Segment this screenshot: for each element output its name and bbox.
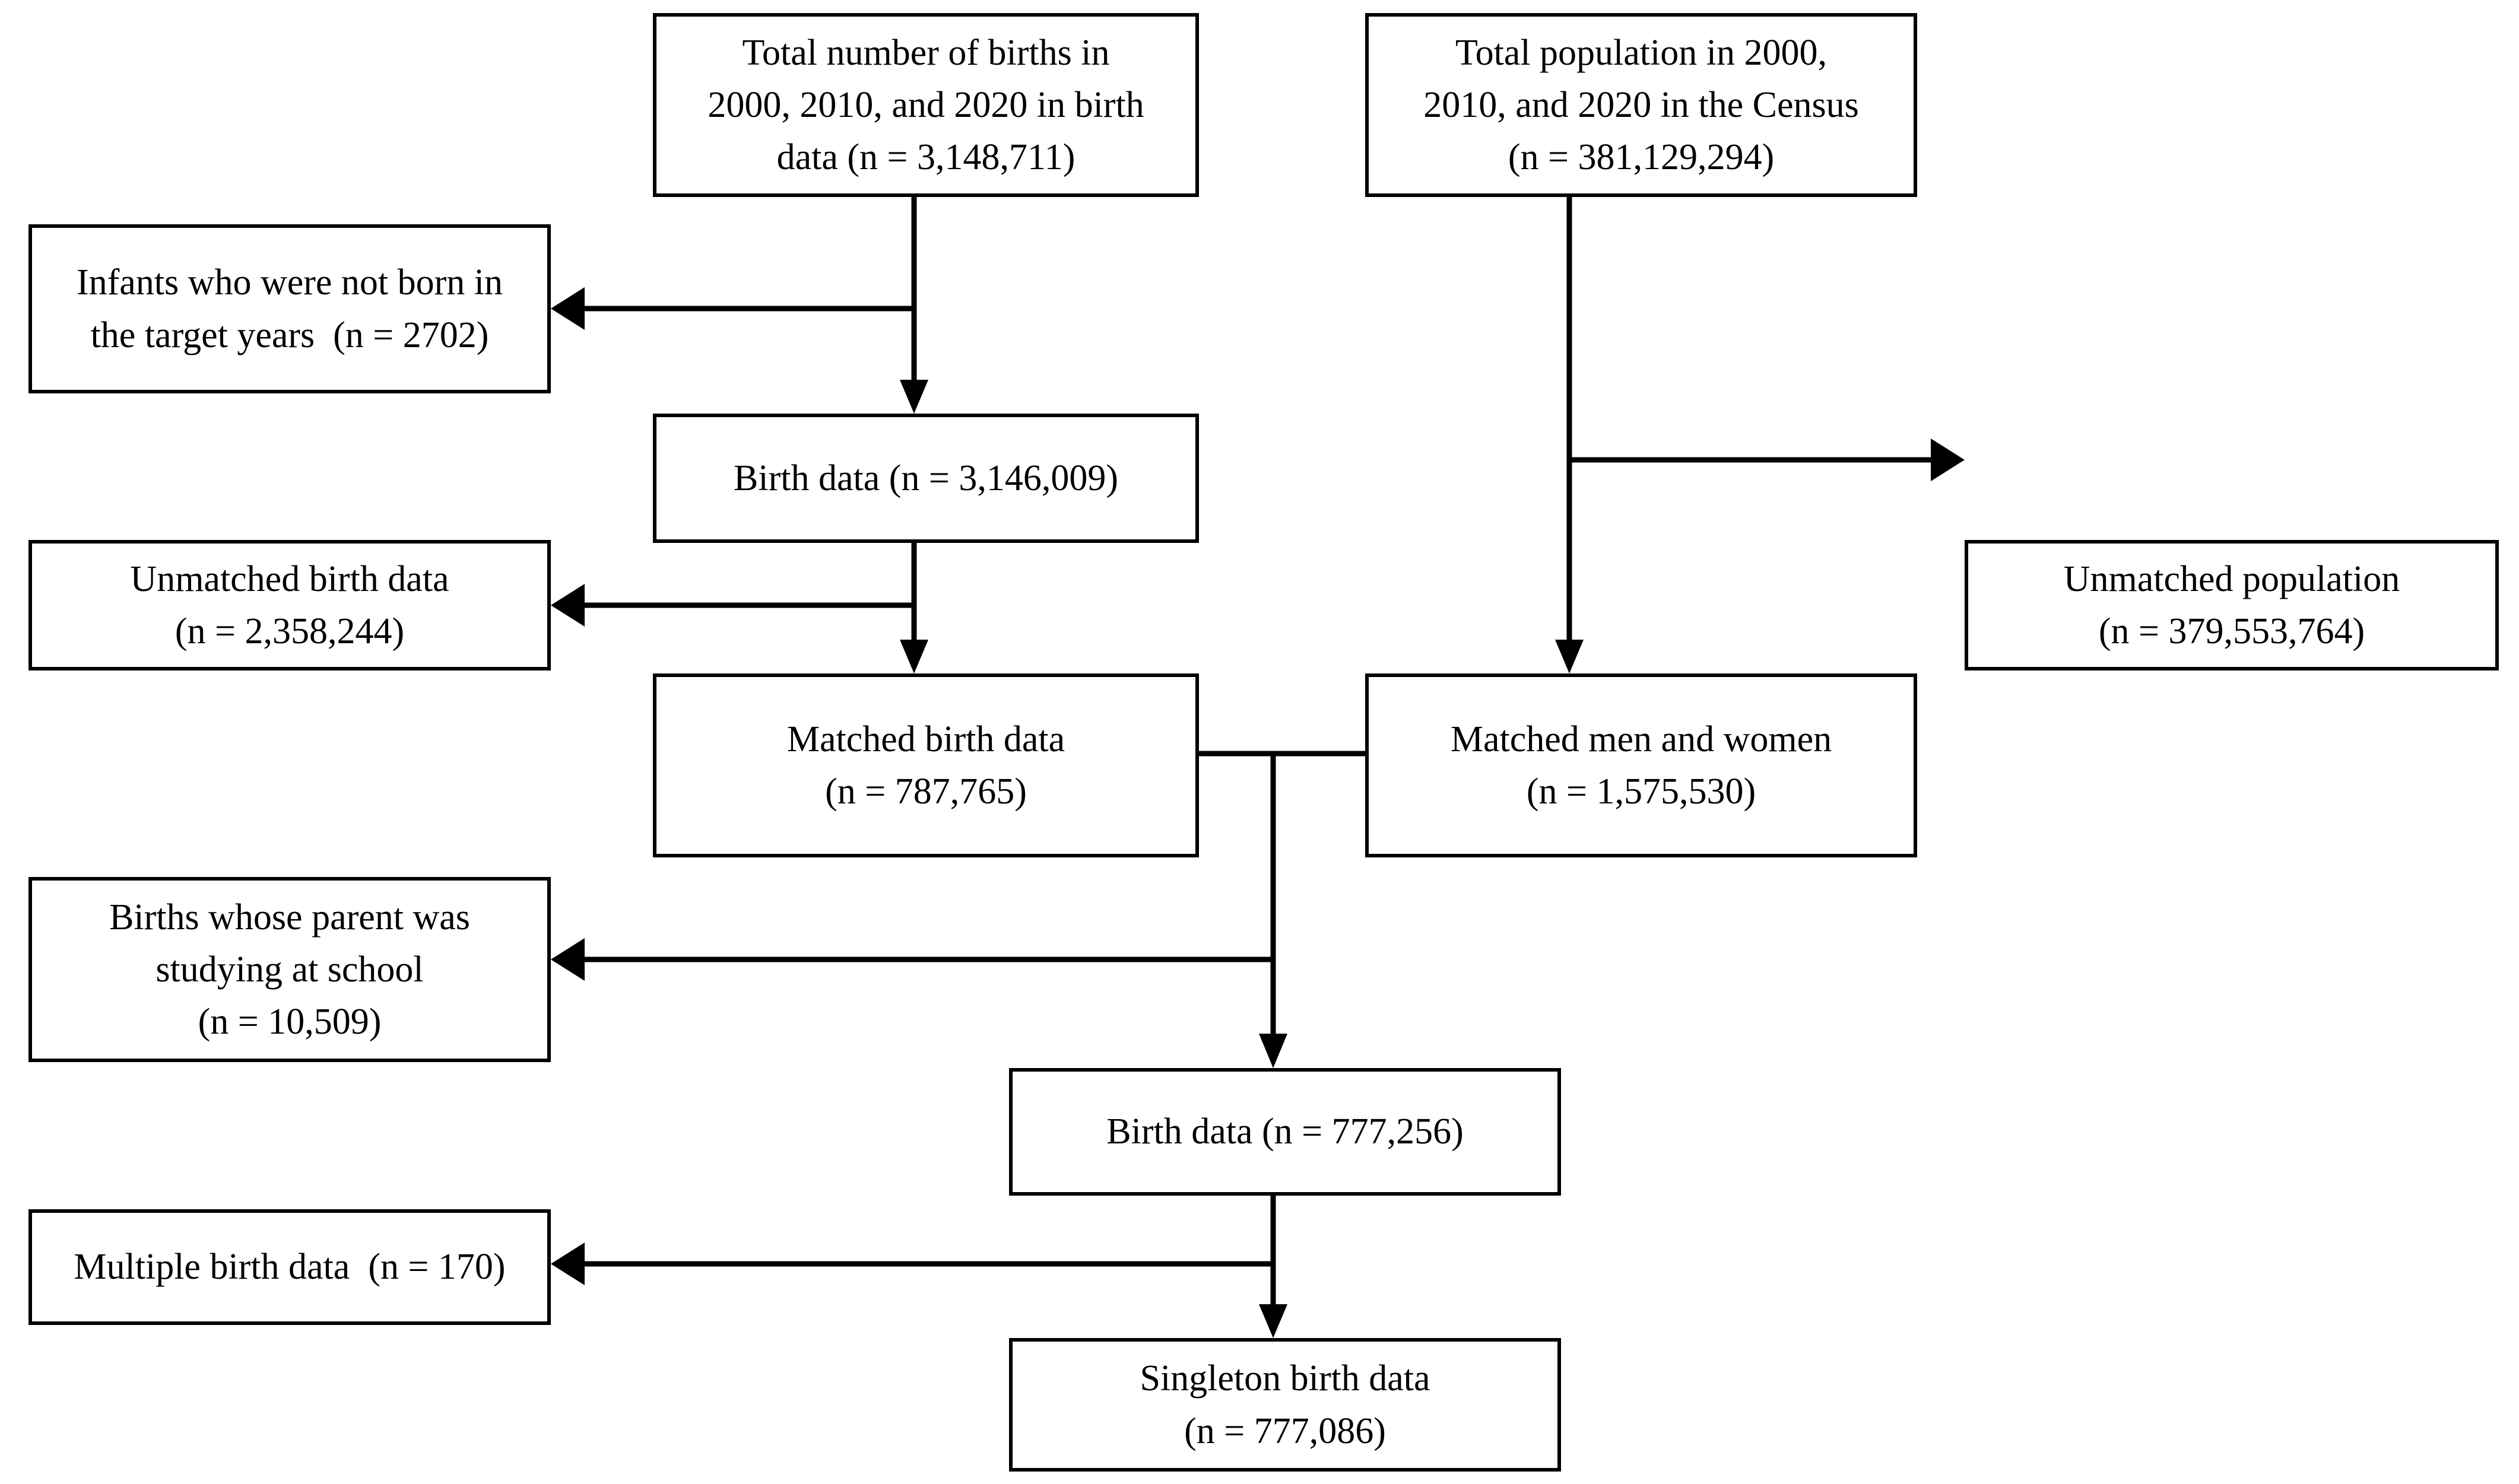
birth-data-final-box: Birth data (n = 777,256) [1009, 1068, 1561, 1196]
node-text-line: (n = 787,765) [825, 771, 1027, 812]
node-text-line: Unmatched population [2063, 558, 2400, 599]
edge-birth-data-to-matched-birth [900, 543, 928, 673]
node-text-line: (n = 777,086) [1184, 1410, 1386, 1451]
node-text-line: Births whose parent was [109, 897, 470, 938]
edge-population-to-matched-men-women [1555, 197, 1584, 673]
singleton-birth-data-box: Singleton birth data (n = 777,086) [1009, 1338, 1561, 1472]
edge-exclude-unmatched-population [1569, 438, 1965, 481]
edge-exclude-not-target-years [551, 287, 914, 330]
node-text-line: (n = 2,358,244) [175, 611, 405, 652]
excluded-unmatched-birth-box: Unmatched birth data (n = 2,358,244) [28, 540, 551, 670]
node-text-line: studying at school [156, 949, 424, 990]
node-text-line: Matched birth data [786, 719, 1065, 760]
node-text-line: (n = 1,575,530) [1526, 771, 1756, 812]
excluded-not-target-years-box: Infants who were not born in the target … [28, 224, 551, 393]
node-text-line: Singleton birth data [1140, 1358, 1430, 1399]
node-text-line: (n = 381,129,294) [1508, 137, 1775, 178]
node-text-line: Birth data (n = 3,146,009) [734, 457, 1118, 498]
node-text-line: the target years (n = 2702) [90, 314, 489, 355]
excluded-parent-studying-box: Births whose parent was studying at scho… [28, 877, 551, 1062]
total-population-box: Total population in 2000, 2010, and 2020… [1365, 13, 1917, 197]
edge-birth-data-to-singleton [1259, 1196, 1287, 1338]
node-text-line: Matched men and women [1450, 719, 1832, 760]
node-text-line: Multiple birth data (n = 170) [74, 1247, 506, 1288]
excluded-unmatched-population-box: Unmatched population (n = 379,553,764) [1965, 540, 2499, 670]
edge-total-births-to-birth-data [900, 197, 928, 414]
node-text-line: 2010, and 2020 in the Census [1423, 84, 1859, 125]
birth-data-filtered-box: Birth data (n = 3,146,009) [653, 414, 1199, 543]
edge-exclude-multiple-birth [551, 1243, 1273, 1285]
edge-exclude-unmatched-birth [551, 584, 914, 627]
excluded-multiple-birth-box: Multiple birth data (n = 170) [28, 1209, 551, 1325]
total-births-box: Total number of births in 2000, 2010, an… [653, 13, 1199, 197]
node-text-line: data (n = 3,148,711) [776, 137, 1076, 178]
node-text-line: Birth data (n = 777,256) [1106, 1111, 1464, 1152]
node-text-line: (n = 10,509) [198, 1002, 382, 1043]
matched-birth-data-box: Matched birth data (n = 787,765) [653, 673, 1199, 857]
matched-men-and-women-box: Matched men and women (n = 1,575,530) [1365, 673, 1917, 857]
node-text-line: 2000, 2010, and 2020 in birth [708, 84, 1144, 125]
node-text-line: Unmatched birth data [130, 558, 449, 599]
edge-exclude-parent-studying [551, 938, 1273, 981]
node-text-line: (n = 379,553,764) [2098, 611, 2365, 652]
node-text-line: Infants who were not born in [77, 262, 503, 303]
node-text-line: Total population in 2000, [1455, 32, 1827, 73]
edge-matched-to-birth-data-final [1259, 754, 1287, 1068]
node-text-line: Total number of births in [742, 32, 1110, 73]
